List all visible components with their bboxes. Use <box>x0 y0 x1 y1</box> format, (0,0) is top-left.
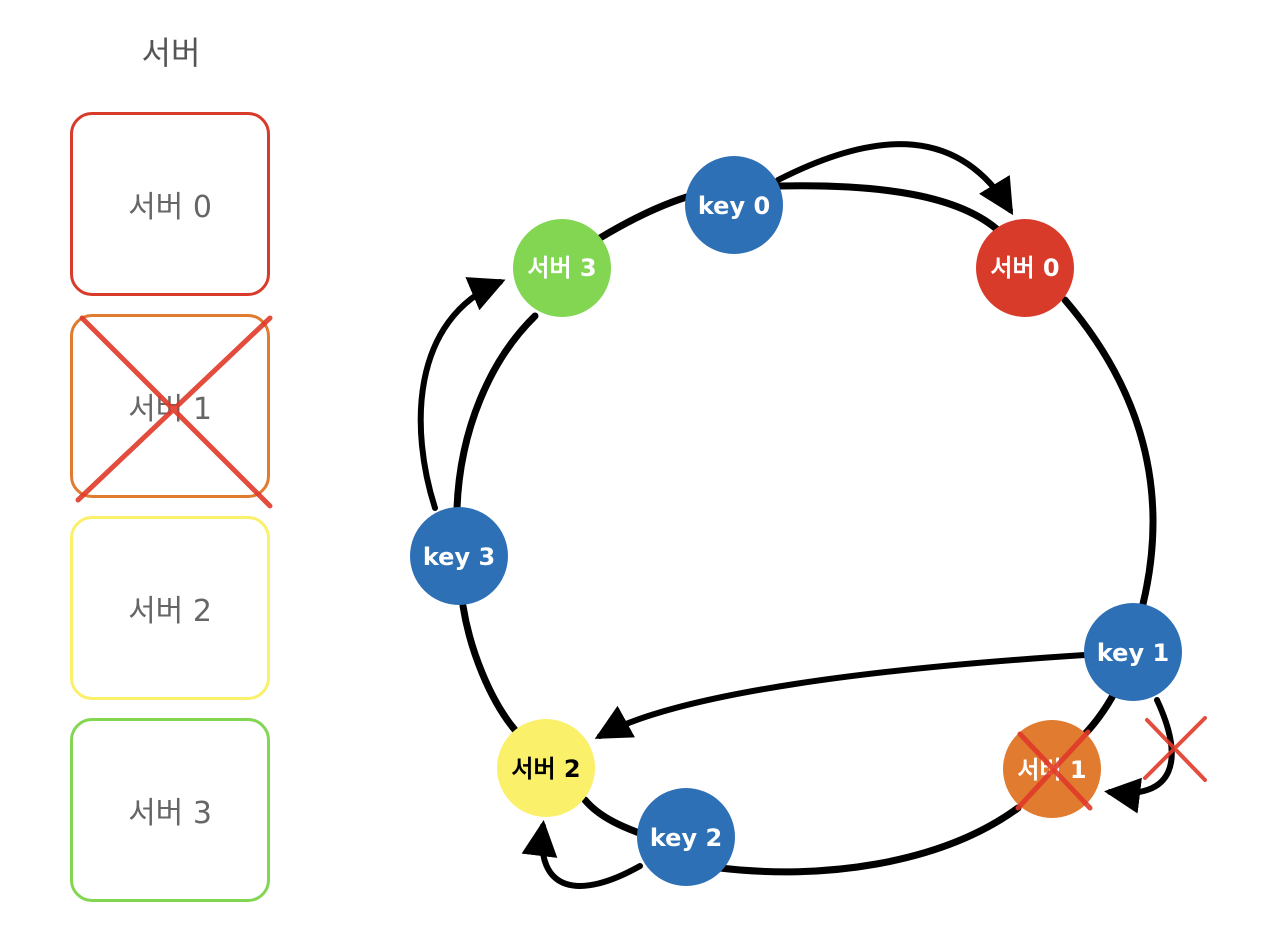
ring-server-2: 서버 2 <box>497 719 595 817</box>
ring-server-2-circle <box>497 719 595 817</box>
ring-server-3-circle <box>513 219 611 317</box>
ring-server-3-label: 서버 3 <box>527 254 596 282</box>
ring-key-1: key 1 <box>1084 603 1182 701</box>
ring-key-3-label: key 3 <box>423 543 495 571</box>
mapping-arrows <box>417 141 1175 889</box>
ring-server-0-label: 서버 0 <box>990 254 1059 282</box>
arrow-key1-to-server2 <box>594 652 1088 739</box>
ring-segment-server2-key3 <box>459 602 519 734</box>
ring-key-3-circle <box>410 507 508 605</box>
legend-server-0-label: 서버 0 <box>128 190 212 225</box>
legend-server-0-box: 서버 0 <box>70 112 270 296</box>
ring-key-0-label: key 0 <box>698 192 770 220</box>
ring-key-0-circle <box>685 156 783 254</box>
ring-segment-server3-key0 <box>596 192 694 242</box>
ring-server-0: 서버 0 <box>976 219 1074 317</box>
ring-key-2-circle <box>637 788 735 886</box>
ring-server-0-circle <box>976 219 1074 317</box>
ring-segment-key3-server3 <box>453 312 539 512</box>
legend-server-2-label: 서버 2 <box>128 594 212 629</box>
arrow-key3-to-server3 <box>417 277 506 511</box>
removed-server-1-ring-x-icon <box>1015 729 1093 811</box>
arrow-key2-to-server2 <box>521 820 643 889</box>
legend-server-2-box: 서버 2 <box>70 516 270 700</box>
ring-server-3: 서버 3 <box>513 219 611 317</box>
ring-key-1-label: key 1 <box>1097 639 1169 667</box>
ring-key-3: key 3 <box>410 507 508 605</box>
arrow-key1-to-server1-blocked <box>1104 697 1175 814</box>
ring-key-2-label: key 2 <box>650 824 722 852</box>
ring-server-2-label: 서버 2 <box>511 755 580 783</box>
legend-server-3-box: 서버 3 <box>70 718 270 902</box>
ring-segment-key2-server2 <box>581 796 649 839</box>
ring-key-0: key 0 <box>685 156 783 254</box>
ring-segment-server0-key1 <box>1061 296 1157 608</box>
ring-segment-server1-key2 <box>716 804 1022 876</box>
legend-server-3-label: 서버 3 <box>128 796 212 831</box>
ring-key-1-circle <box>1084 603 1182 701</box>
arrow-key0-to-server0 <box>775 141 1014 216</box>
ring-segment-key0-server0 <box>776 182 1004 236</box>
ring-key-2: key 2 <box>637 788 735 886</box>
blocked-path-x-icon <box>1143 716 1207 782</box>
legend-heading: 서버 <box>141 34 201 72</box>
removed-server-1-legend-x-icon <box>75 315 273 509</box>
